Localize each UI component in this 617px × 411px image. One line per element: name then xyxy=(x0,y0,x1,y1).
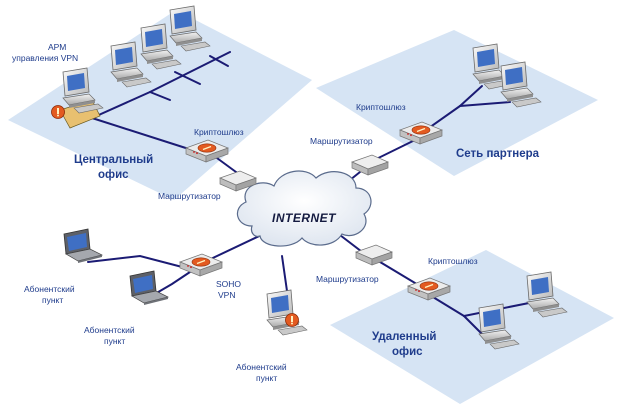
subscriber-3-label-line2: пункт xyxy=(256,373,277,383)
arm-label-line1: АРМ xyxy=(48,42,66,52)
subscriber-desktop xyxy=(266,289,308,336)
remote-office-title-line2: офис xyxy=(392,346,423,358)
subscriber-2-label-line1: Абонентский xyxy=(84,325,135,335)
central-gateway-label: Криптошлюз xyxy=(194,127,244,137)
partner-network-zone xyxy=(316,30,598,176)
remote-router-label: Маршрутизатор xyxy=(316,274,379,284)
subscriber-2-label-line2: пункт xyxy=(104,336,125,346)
partner-router-label: Маршрутизатор xyxy=(310,136,373,146)
central-office-title-line2: офис xyxy=(98,169,129,181)
central-router-label: Маршрутизатор xyxy=(158,191,221,201)
subscriber-laptop-2 xyxy=(129,270,169,306)
remote-office-title-line1: Удаленный xyxy=(372,331,436,343)
partner-gateway-label: Криптошлюз xyxy=(356,102,406,112)
subscriber-1-label-line2: пункт xyxy=(42,295,63,305)
partner-network-title: Сеть партнера xyxy=(456,148,540,160)
soho-label-line2: VPN xyxy=(218,290,235,300)
soho-label-line1: SOHO xyxy=(216,279,241,289)
remote-router xyxy=(355,244,393,266)
arm-label-line2: управления VPN xyxy=(12,53,78,63)
remote-gateway-label: Криптошлюз xyxy=(428,256,478,266)
internet-label: INTERNET xyxy=(272,211,337,225)
vpn-admin-workstation xyxy=(51,67,104,129)
subscriber-1-label-line1: Абонентский xyxy=(24,284,75,294)
subscriber-3-label-line1: Абонентский xyxy=(236,362,287,372)
internet-cloud xyxy=(236,170,372,247)
central-office-zone xyxy=(8,10,312,200)
partner-router xyxy=(351,154,389,176)
central-office-title-line1: Центральный xyxy=(74,154,153,166)
subscriber-laptop-1 xyxy=(63,228,103,264)
